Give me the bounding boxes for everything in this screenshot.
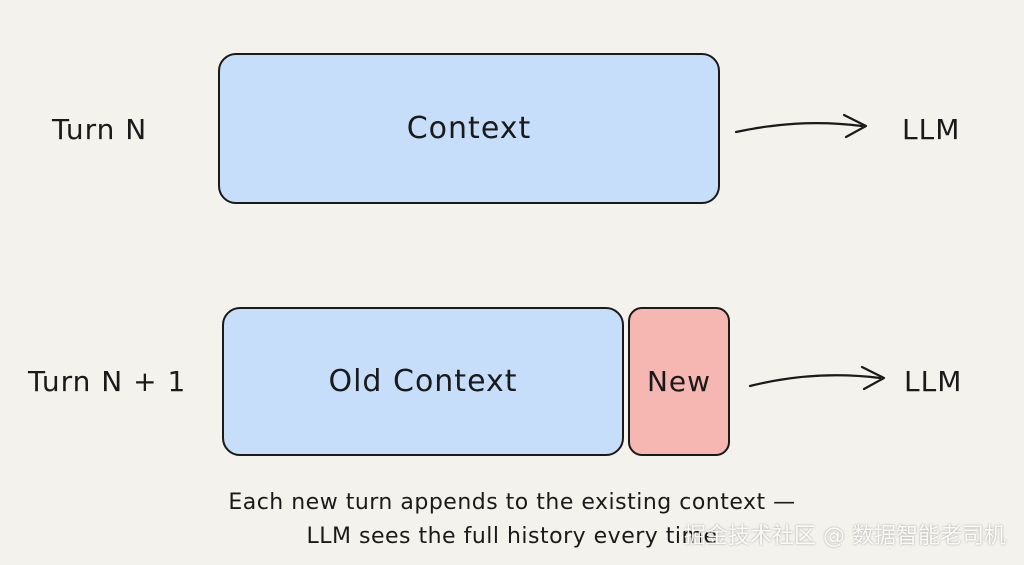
- turn-n-label: Turn N: [52, 113, 148, 146]
- context-box: Context: [218, 53, 720, 204]
- context-box-label: Context: [406, 111, 532, 146]
- arrow-to-llm-2: [748, 365, 886, 391]
- new-context-box-label: New: [646, 365, 712, 398]
- llm-label-2: LLM: [904, 365, 963, 398]
- watermark: 掘金技术社区 @ 数据智能老司机: [684, 524, 1006, 549]
- caption: Each new turn appends to the existing co…: [0, 486, 1024, 554]
- new-context-box: New: [628, 307, 730, 456]
- turn-n-plus-1-label: Turn N + 1: [28, 365, 187, 398]
- arrow-to-llm-1: [734, 113, 868, 139]
- old-context-box: Old Context: [222, 307, 624, 456]
- old-context-box-label: Old Context: [328, 364, 518, 399]
- caption-line-1: Each new turn appends to the existing co…: [228, 490, 796, 515]
- caption-line-2: LLM sees the full history every time: [306, 524, 718, 549]
- llm-label-1: LLM: [902, 113, 961, 146]
